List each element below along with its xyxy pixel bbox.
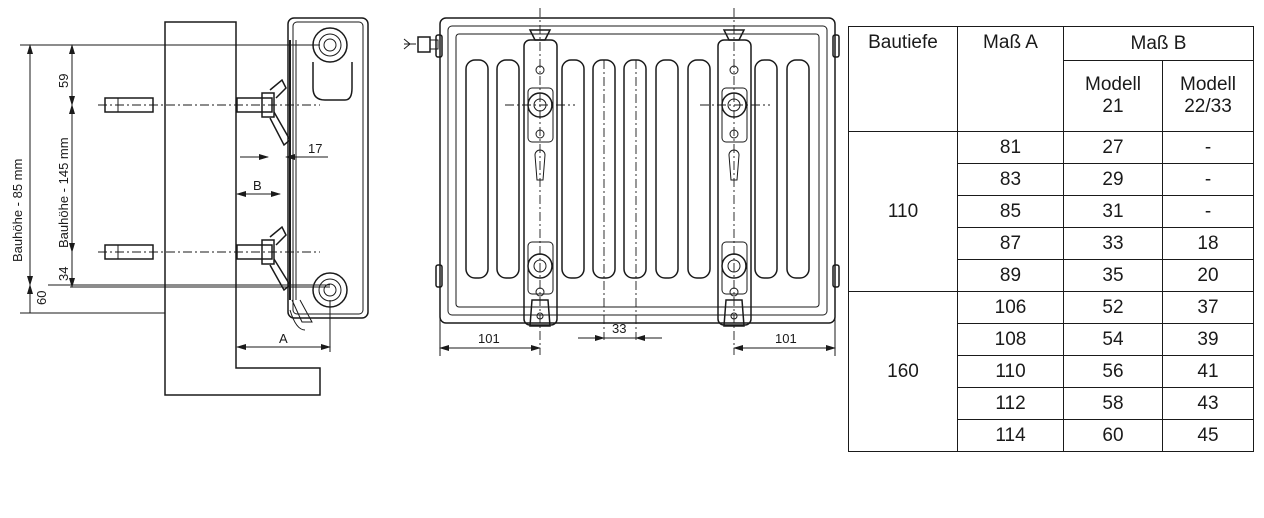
cell-a: 87 (957, 227, 1064, 260)
pipe-upper (104, 78, 291, 147)
cell-b2233: - (1162, 163, 1254, 196)
cell-b2233: 41 (1162, 355, 1254, 388)
bracket-left (523, 29, 558, 327)
fins (465, 59, 810, 279)
cell-a: 114 (957, 419, 1064, 452)
cell-a: 106 (957, 291, 1064, 324)
cell-b21: 56 (1063, 355, 1163, 388)
dim-101-right: 101 (775, 331, 797, 346)
dim-34: 34 (56, 267, 71, 281)
cell-b21: 33 (1063, 227, 1163, 260)
cell-a: 112 (957, 387, 1064, 420)
cell-b21: 60 (1063, 419, 1163, 452)
dimension-table: Bautiefe Maß A Maß B Modell 21 Modell 22… (848, 26, 1254, 452)
cell-b21: 31 (1063, 195, 1163, 228)
cell-a: 89 (957, 259, 1064, 292)
cell-b2233: - (1162, 195, 1254, 228)
radiator-front-frame (439, 17, 836, 324)
cell-b2233: - (1162, 131, 1254, 164)
cell-b21: 58 (1063, 387, 1163, 420)
pipe-lower (104, 225, 291, 292)
cell-b2233: 37 (1162, 291, 1254, 324)
cell-b21: 54 (1063, 323, 1163, 356)
dim-a: A (279, 331, 288, 346)
dim-height-minus-145: Bauhöhe - 145 mm (56, 137, 71, 248)
cell-b2233: 18 (1162, 227, 1254, 260)
cell-b2233: 20 (1162, 259, 1254, 292)
radiator-side-body (287, 17, 369, 331)
technical-drawing: Bauhöhe - 85 mm 60 59 Bauhöhe - 145 mm 3… (10, 8, 840, 396)
header-mass-a: Maß A (957, 26, 1064, 132)
header-modell-22-33: Modell 22/33 (1162, 60, 1254, 132)
cell-bautiefe: 110 (848, 131, 958, 292)
dim-17: 17 (308, 141, 322, 156)
front-view: 101 33 101 (403, 8, 840, 356)
cell-b21: 29 (1063, 163, 1163, 196)
cell-a: 110 (957, 355, 1064, 388)
bracket-right (717, 29, 752, 327)
cell-a: 108 (957, 323, 1064, 356)
side-view: Bauhöhe - 85 mm 60 59 Bauhöhe - 145 mm 3… (10, 17, 369, 396)
header-modell-21: Modell 21 (1063, 60, 1163, 132)
cell-a: 83 (957, 163, 1064, 196)
dim-b: B (253, 178, 262, 193)
cell-b2233: 43 (1162, 387, 1254, 420)
cell-b21: 35 (1063, 259, 1163, 292)
table-subheader-row: Modell 21 Modell 22/33 (849, 60, 1254, 132)
dim-101-left: 101 (478, 331, 500, 346)
cell-b2233: 45 (1162, 419, 1254, 452)
cell-a: 81 (957, 131, 1064, 164)
dim-33: 33 (612, 321, 626, 336)
cell-b2233: 39 (1162, 323, 1254, 356)
cell-b21: 52 (1063, 291, 1163, 324)
vent-valve (403, 36, 439, 53)
cell-b21: 27 (1063, 131, 1163, 164)
dim-59: 59 (56, 74, 71, 88)
table-header-row: Bautiefe Maß A Maß B (848, 26, 1254, 132)
dim-height-minus-85: Bauhöhe - 85 mm (10, 159, 25, 262)
dim-60: 60 (34, 291, 49, 305)
cell-bautiefe: 160 (848, 291, 958, 452)
wall-outline (164, 21, 321, 396)
header-mass-b: Maß B (1063, 26, 1254, 61)
cell-a: 85 (957, 195, 1064, 228)
header-bautiefe: Bautiefe (848, 26, 958, 132)
